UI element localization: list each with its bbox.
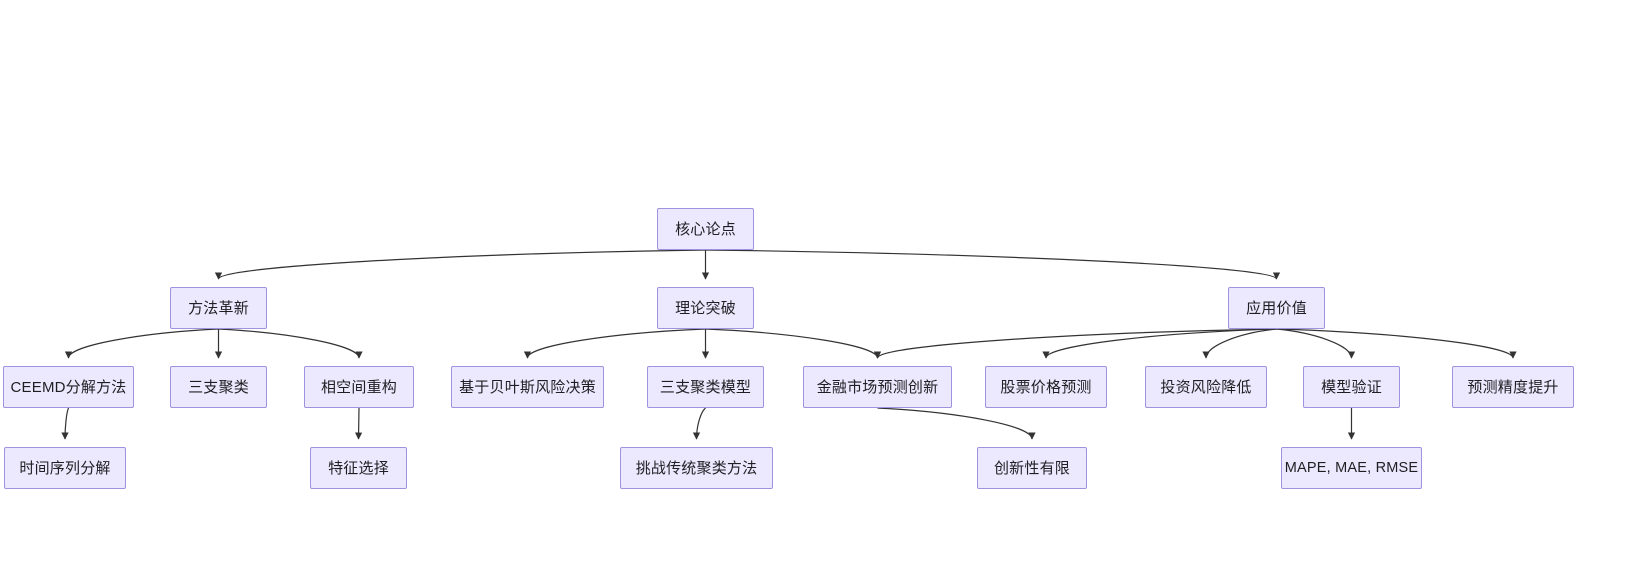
node-application[interactable]: 应用价值 (1228, 287, 1325, 329)
node-label-root: 核心论点 (675, 220, 736, 238)
node-threeway[interactable]: 三支聚类 (170, 366, 267, 408)
node-theory[interactable]: 理论突破 (657, 287, 754, 329)
node-accuracy[interactable]: 预测精度提升 (1452, 366, 1574, 408)
edge-application-to-validate (1276, 328, 1356, 359)
node-tsdecomp[interactable]: 时间序列分解 (4, 447, 126, 489)
node-label-feature: 特征选择 (328, 459, 389, 477)
node-label-risk: 投资风险降低 (1160, 378, 1252, 396)
node-risk[interactable]: 投资风险降低 (1145, 366, 1267, 408)
node-stock[interactable]: 股票价格预测 (985, 366, 1107, 408)
node-label-application: 应用价值 (1246, 299, 1307, 317)
node-method[interactable]: 方法革新 (170, 287, 267, 329)
edge-root-to-application (705, 249, 1280, 280)
node-ceemd[interactable]: CEEMD分解方法 (3, 366, 134, 408)
edge-application-to-stock (1042, 328, 1277, 359)
node-metrics[interactable]: MAPE, MAE, RMSE (1281, 447, 1422, 489)
node-label-twmodel: 三支聚类模型 (659, 378, 752, 396)
node-label-finance: 金融市场预测创新 (816, 378, 939, 396)
node-phase[interactable]: 相空间重构 (304, 366, 414, 408)
edge-application-to-risk (1202, 328, 1277, 359)
node-label-ceemd: CEEMD分解方法 (10, 378, 127, 396)
edge-finance-to-limited (877, 407, 1036, 440)
edge-paths (61, 249, 1517, 440)
node-label-validate: 模型验证 (1321, 378, 1382, 396)
edge-root-to-method (215, 249, 706, 280)
edge-twmodel-to-challenge (692, 407, 706, 440)
node-label-stock: 股票价格预测 (1000, 378, 1092, 396)
edge-theory-to-finance (705, 328, 882, 359)
node-limited[interactable]: 创新性有限 (977, 447, 1087, 489)
node-root[interactable]: 核心论点 (657, 208, 754, 250)
node-label-tsdecomp: 时间序列分解 (19, 459, 111, 477)
node-feature[interactable]: 特征选择 (310, 447, 407, 489)
node-label-challenge: 挑战传统聚类方法 (635, 459, 758, 477)
node-challenge[interactable]: 挑战传统聚类方法 (620, 447, 773, 489)
edge-phase-to-feature (355, 407, 363, 440)
edge-theory-to-bayes (523, 328, 706, 359)
node-label-metrics: MAPE, MAE, RMSE (1284, 459, 1419, 476)
node-label-threeway: 三支聚类 (188, 378, 249, 396)
node-label-theory: 理论突破 (675, 299, 736, 317)
node-bayes[interactable]: 基于贝叶斯风险决策 (451, 366, 604, 408)
edge-application-to-finance (874, 328, 1277, 359)
node-validate[interactable]: 模型验证 (1303, 366, 1400, 408)
node-label-limited: 创新性有限 (993, 459, 1070, 477)
node-label-accuracy: 预测精度提升 (1467, 378, 1559, 396)
node-label-method: 方法革新 (188, 299, 249, 317)
edge-application-to-accuracy (1276, 328, 1517, 359)
node-twmodel[interactable]: 三支聚类模型 (647, 366, 764, 408)
edge-ceemd-to-tsdecomp (61, 407, 70, 440)
edge-method-to-phase (218, 328, 363, 359)
edge-method-to-ceemd (64, 328, 219, 359)
node-label-bayes: 基于贝叶斯风险决策 (459, 378, 596, 396)
node-label-phase: 相空间重构 (320, 378, 397, 396)
node-finance[interactable]: 金融市场预测创新 (803, 366, 952, 408)
